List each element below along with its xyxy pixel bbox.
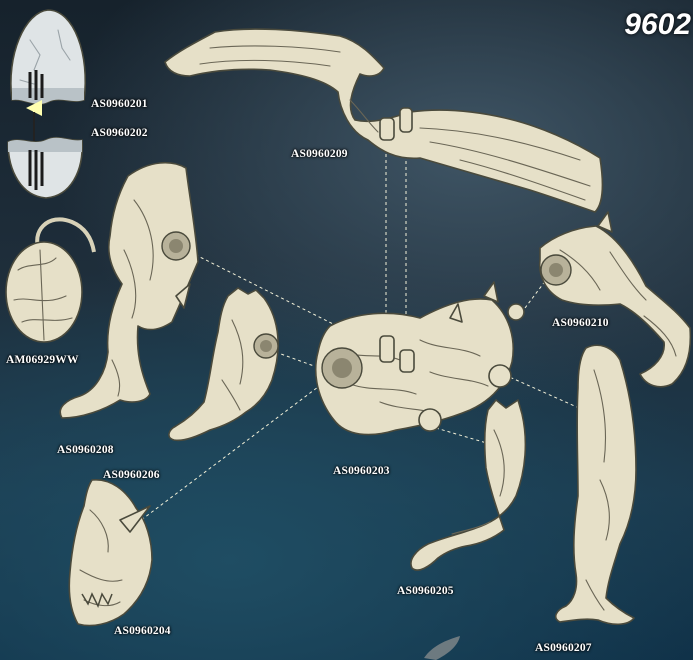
label-rear-leg-left: AS0960208	[57, 444, 114, 456]
label-egg-top: AS0960201	[91, 98, 148, 110]
label-front-leg-left: AS0960206	[103, 469, 160, 481]
front-leg-left-part	[169, 288, 278, 440]
debris-shape	[424, 636, 460, 660]
rear-leg-right-part	[556, 345, 636, 624]
sheet-number: 9602	[624, 8, 691, 42]
label-head: AS0960204	[114, 625, 171, 637]
head-part	[69, 480, 152, 626]
label-body: AS0960203	[333, 465, 390, 477]
label-rear-leg-right: AS0960207	[535, 642, 592, 654]
label-front-leg-right: AS0960205	[397, 585, 454, 597]
label-egg-bottom: AS0960202	[91, 127, 148, 139]
label-sack: AM06929WW	[6, 354, 79, 366]
egg-bottom-part	[8, 138, 82, 198]
sack-part	[6, 219, 94, 342]
label-wing: AS0960209	[291, 148, 348, 160]
label-tail: AS0960210	[552, 317, 609, 329]
wing-part	[165, 29, 602, 212]
egg-top-part	[11, 10, 85, 104]
